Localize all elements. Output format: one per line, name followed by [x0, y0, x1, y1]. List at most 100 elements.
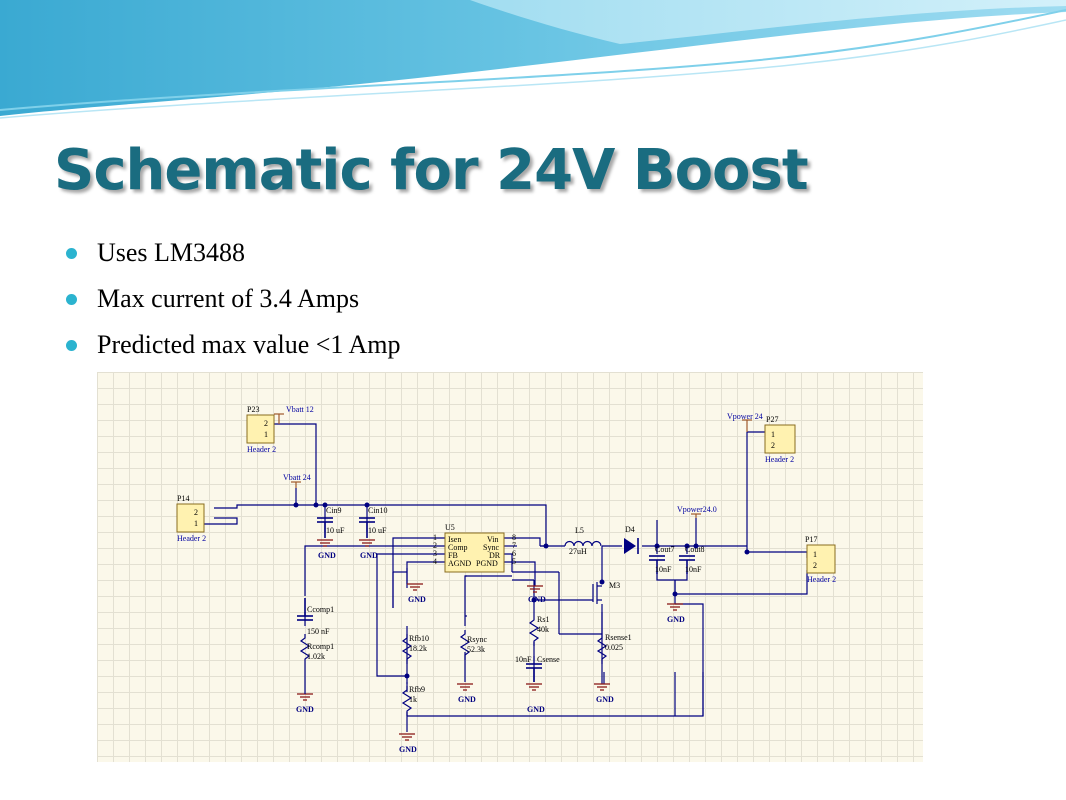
- svg-text:Vin: Vin: [487, 535, 499, 544]
- ic-lm3488-u5: U5 1 2 3 4 8 7 6 5 Isen Vin Comp Sync FB…: [433, 523, 516, 573]
- svg-text:2: 2: [264, 419, 268, 428]
- svg-text:Header 2: Header 2: [807, 575, 836, 584]
- svg-text:L5: L5: [575, 526, 584, 535]
- svg-text:1: 1: [194, 519, 198, 528]
- svg-text:5: 5: [512, 557, 516, 566]
- power-port-label: Vbatt 24: [283, 473, 311, 482]
- resistor-value: 1.02k: [307, 652, 325, 661]
- svg-text:Header 2: Header 2: [765, 455, 794, 464]
- connector-p23: P23 2 1 Header 2: [246, 405, 276, 454]
- resistor-value: 18.2k: [409, 644, 427, 653]
- svg-text:DR: DR: [489, 551, 501, 560]
- capacitor-symbols: [297, 517, 695, 682]
- resistor-ref: Rs1: [537, 615, 549, 624]
- capacitor-value: 10nF: [515, 655, 532, 664]
- mosfet-m3: M3: [592, 581, 620, 604]
- bullet-text: Predicted max value <1 Amp: [97, 330, 401, 359]
- ground-label: GND: [458, 695, 476, 704]
- capacitor-value: 10nF: [685, 565, 702, 574]
- ground-label: GND: [318, 551, 336, 560]
- bullet-item: Max current of 3.4 Amps: [66, 282, 400, 328]
- power-ports: [274, 413, 752, 518]
- bullet-item: Uses LM3488: [66, 236, 400, 282]
- resistor-value: 0.025: [605, 643, 623, 652]
- capacitor-value: 10 uF: [368, 526, 387, 535]
- svg-text:2: 2: [433, 541, 437, 550]
- bullet-item: Predicted max value <1 Amp: [66, 328, 400, 374]
- svg-text:M3: M3: [609, 581, 620, 590]
- capacitor-ref: Csense: [537, 655, 560, 664]
- ground-label: GND: [667, 615, 685, 624]
- slide-title: Schematic for 24V Boost: [54, 138, 809, 203]
- schematic-wires: [202, 423, 808, 732]
- ground-symbols: [297, 539, 683, 741]
- capacitor-ref: Cin9: [326, 506, 342, 515]
- power-port-label: Vbatt 12: [286, 405, 314, 414]
- svg-text:Sync: Sync: [483, 543, 499, 552]
- svg-text:7: 7: [512, 541, 516, 550]
- ground-label: GND: [408, 595, 426, 604]
- svg-text:8: 8: [512, 533, 516, 542]
- svg-text:AGND: AGND: [448, 559, 471, 568]
- svg-text:Comp: Comp: [448, 543, 468, 552]
- svg-text:Header 2: Header 2: [247, 445, 276, 454]
- boost-converter-schematic: P23 2 1 Header 2 P14 2 1 Header 2 P27 1 …: [97, 372, 923, 762]
- bullet-dot-icon: [66, 340, 77, 351]
- connector-p14: P14 2 1 Header 2: [176, 494, 206, 543]
- bullet-dot-icon: [66, 248, 77, 259]
- ground-label: GND: [296, 705, 314, 714]
- svg-text:1: 1: [433, 533, 437, 542]
- svg-text:1: 1: [771, 430, 775, 439]
- capacitor-value: 150 nF: [307, 627, 330, 636]
- ground-label: GND: [399, 745, 417, 754]
- svg-text:P23: P23: [247, 405, 259, 414]
- connector-p17: P17 1 2 Header 2: [805, 535, 836, 584]
- power-port-label: Vpower24.0: [677, 505, 717, 514]
- header-swoosh-decoration: [0, 0, 1066, 119]
- resistor-value: 52.3k: [467, 645, 485, 654]
- svg-text:1: 1: [813, 550, 817, 559]
- svg-text:6: 6: [512, 549, 516, 558]
- svg-text:27uH: 27uH: [569, 547, 587, 556]
- svg-text:U5: U5: [445, 523, 455, 532]
- ground-label: GND: [360, 551, 378, 560]
- connector-p27: P27 1 2 Header 2: [764, 415, 796, 464]
- svg-text:1: 1: [264, 430, 268, 439]
- resistor-symbols: [299, 616, 608, 716]
- capacitor-ref: Cout7: [655, 545, 675, 554]
- resistor-value: 40k: [537, 625, 549, 634]
- svg-text:P17: P17: [805, 535, 817, 544]
- svg-text:3: 3: [433, 549, 437, 558]
- ground-label: GND: [527, 705, 545, 714]
- inductor-l5: L5 27uH: [564, 526, 602, 556]
- bullet-text: Uses LM3488: [97, 238, 246, 267]
- bullet-dot-icon: [66, 294, 77, 305]
- capacitor-ref: Ccomp1: [307, 605, 334, 614]
- ground-label: GND: [528, 595, 546, 604]
- resistor-ref: Rcomp1: [307, 642, 334, 651]
- svg-text:FB: FB: [448, 551, 458, 560]
- diode-d4: D4: [624, 525, 639, 554]
- resistor-ref: Rfb9: [409, 685, 425, 694]
- wire-junctions: [293, 502, 750, 679]
- schematic-drawing: P23 2 1 Header 2 P14 2 1 Header 2 P27 1 …: [176, 405, 836, 754]
- ground-label: GND: [596, 695, 614, 704]
- bullet-text: Max current of 3.4 Amps: [97, 284, 360, 313]
- capacitor-ref: Cout8: [685, 545, 705, 554]
- resistor-value: 1k: [409, 695, 417, 704]
- svg-text:4: 4: [433, 557, 437, 566]
- resistor-ref: Rsync: [467, 635, 487, 644]
- svg-text:Isen: Isen: [448, 535, 461, 544]
- capacitor-value: 10 uF: [326, 526, 345, 535]
- svg-text:Header 2: Header 2: [177, 534, 206, 543]
- svg-text:P14: P14: [177, 494, 189, 503]
- svg-text:2: 2: [194, 508, 198, 517]
- capacitor-value: 10nF: [655, 565, 672, 574]
- svg-text:P27: P27: [766, 415, 778, 424]
- bullet-list: Uses LM3488 Max current of 3.4 Amps Pred…: [66, 236, 400, 374]
- svg-text:2: 2: [813, 561, 817, 570]
- resistor-ref: Rfb10: [409, 634, 429, 643]
- resistor-ref: Rsense1: [605, 633, 632, 642]
- svg-text:PGND: PGND: [476, 559, 498, 568]
- power-port-label: Vpower 24: [727, 412, 763, 421]
